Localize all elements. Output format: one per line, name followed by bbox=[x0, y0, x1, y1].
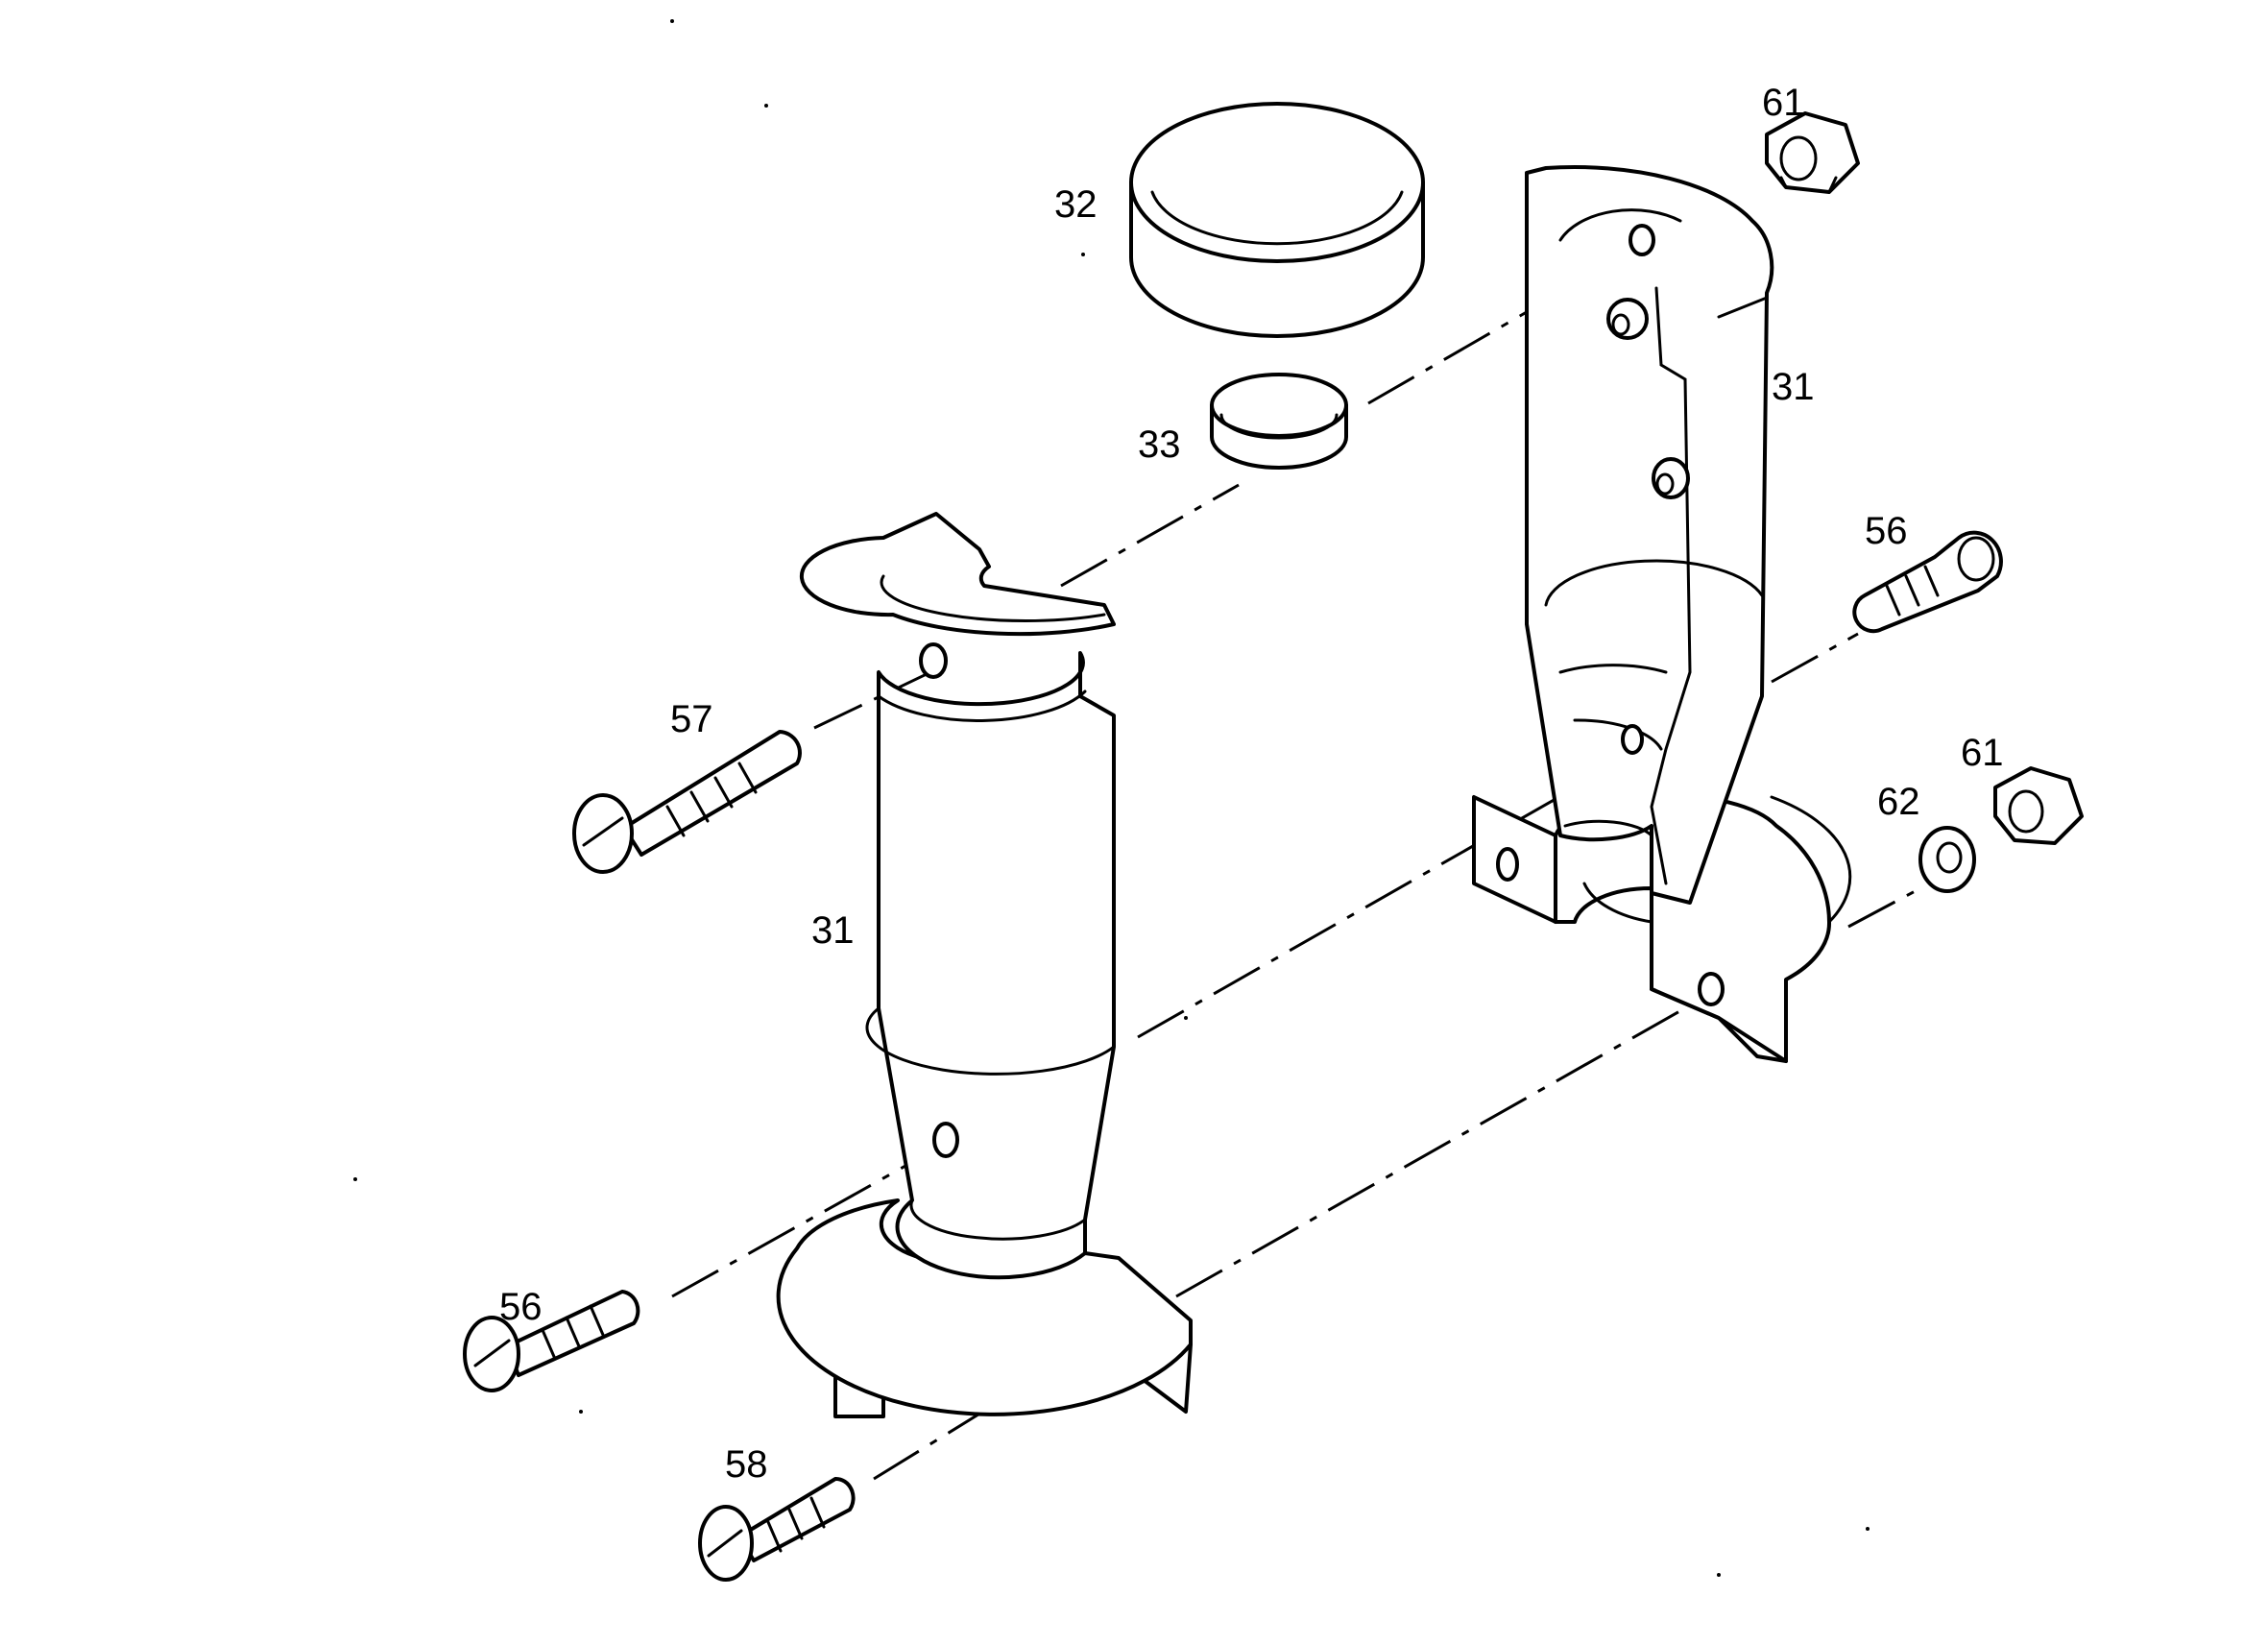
callout-31-right: 31 bbox=[1772, 366, 1815, 408]
grip-half-left-part-31 bbox=[776, 512, 1193, 1418]
callout-labels: 32 33 31 31 57 56 56 58 61 61 62 bbox=[499, 82, 2004, 1486]
screw-part-56-upper bbox=[1852, 530, 2003, 634]
callout-57: 57 bbox=[670, 698, 713, 740]
scan-specks bbox=[353, 19, 1870, 1577]
leader-left-flange-to-right-flange bbox=[1175, 987, 1720, 1298]
callout-61-top: 61 bbox=[1762, 82, 1805, 124]
leader-left-grip-to-cap bbox=[1060, 483, 1240, 588]
leader-left-to-right-base bbox=[1137, 742, 1653, 1039]
leader-right-base-to-washer bbox=[1847, 886, 1921, 929]
screw-part-58 bbox=[698, 1476, 856, 1582]
cap-part-32 bbox=[1129, 102, 1425, 338]
nut-part-61-top bbox=[1765, 111, 1860, 194]
grip-half-right-part-31 bbox=[1472, 165, 1852, 1063]
callout-61-lower: 61 bbox=[1961, 732, 2004, 774]
screw-part-56-lower bbox=[463, 1290, 640, 1392]
callout-62: 62 bbox=[1877, 781, 1920, 823]
callout-31-left: 31 bbox=[811, 909, 855, 952]
callout-33: 33 bbox=[1138, 423, 1181, 466]
screw-part-57 bbox=[572, 730, 802, 874]
nut-part-61-lower bbox=[1993, 766, 2084, 845]
leader-screw56-upper bbox=[1771, 632, 1859, 684]
cap-part-33 bbox=[1210, 373, 1348, 470]
callout-56-lower: 56 bbox=[499, 1286, 543, 1328]
callout-58: 58 bbox=[725, 1443, 768, 1486]
callout-32: 32 bbox=[1054, 183, 1098, 226]
callout-56-upper: 56 bbox=[1865, 510, 1908, 552]
washer-part-62 bbox=[1918, 826, 1976, 893]
